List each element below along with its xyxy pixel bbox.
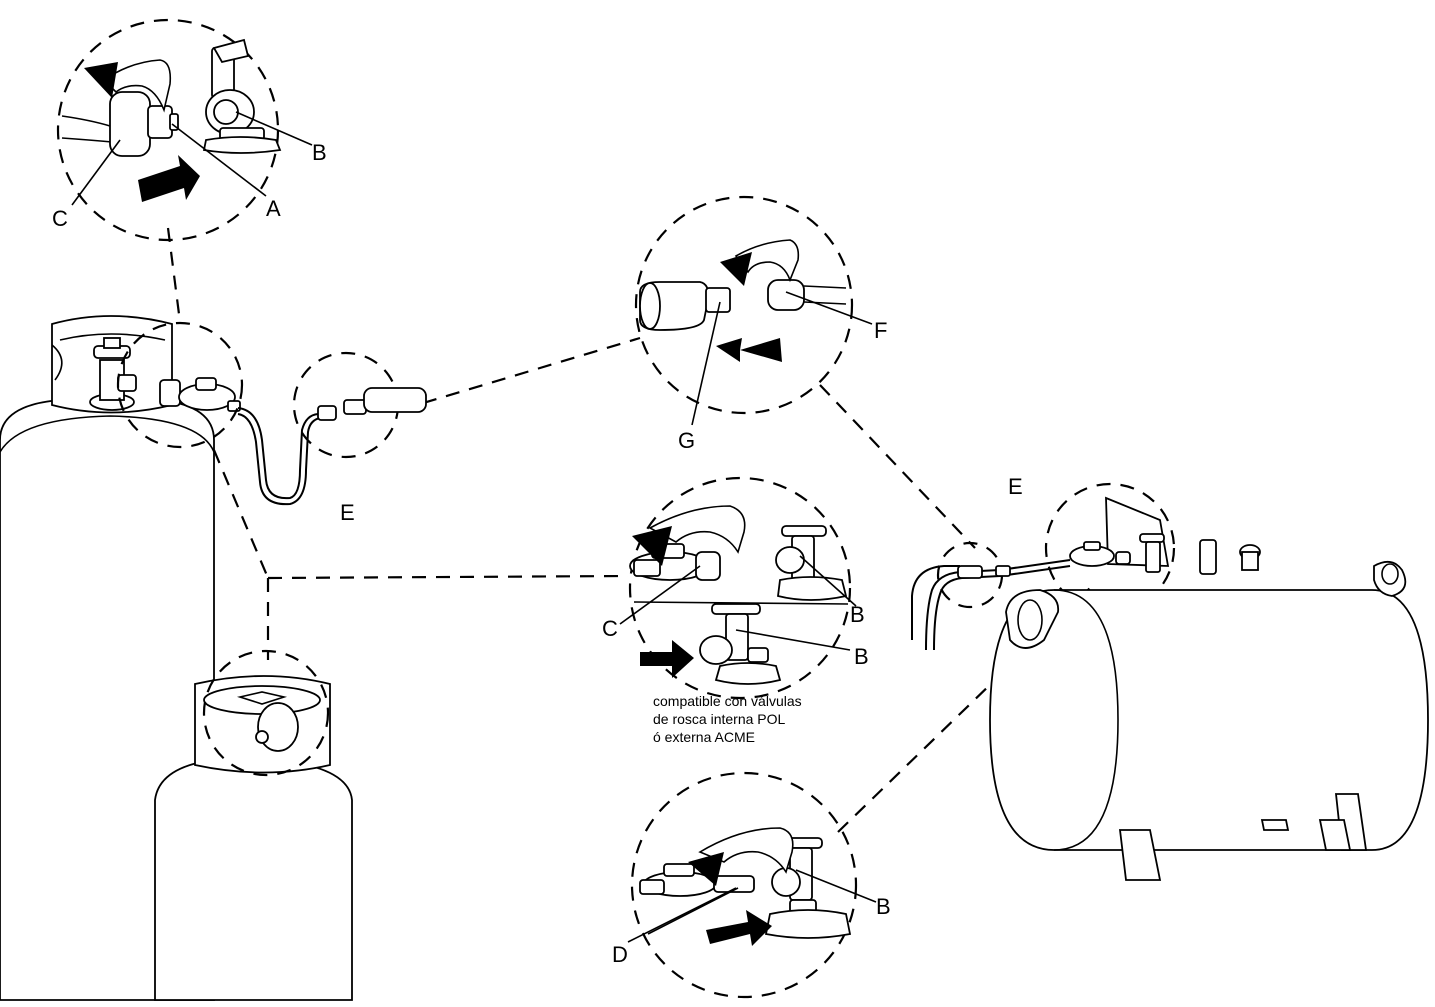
- connector-hose-detail: [399, 336, 641, 412]
- small-cylinder: [154, 675, 353, 1001]
- label-top-a: A: [266, 196, 281, 221]
- top-detail-parts: [61, 38, 313, 206]
- label-fitting-g: G: [678, 428, 695, 453]
- connector-mid-detail: [267, 574, 629, 580]
- label-mid-b-upper: B: [850, 602, 865, 627]
- label-bottom-b: B: [876, 894, 891, 919]
- label-fitting-f: F: [874, 318, 887, 343]
- label-top-c: C: [52, 206, 68, 231]
- compat-note-line2: de rosca interna POL: [653, 711, 786, 727]
- label-top-b: B: [312, 140, 327, 165]
- hose-end-parts: [317, 387, 427, 421]
- bottom-detail-parts: [627, 827, 877, 946]
- horizontal-tank: [911, 496, 1429, 881]
- detail-circle-bottom: [630, 771, 858, 999]
- regulator-assembly: [159, 377, 321, 506]
- label-mid-b-lower: B: [854, 644, 869, 669]
- connector-down: [212, 449, 270, 579]
- label-tank-hose-e: E: [1008, 474, 1023, 499]
- label-bottom-d: D: [612, 942, 628, 967]
- compat-note-line1: compatible con válvulas: [653, 693, 802, 709]
- compat-note-line3: ó externa ACME: [653, 729, 755, 745]
- label-hose-e: E: [340, 500, 355, 525]
- connector-top-detail: [166, 227, 182, 323]
- detail-circle-valve: [116, 321, 244, 449]
- detail-circle-fitting: [634, 195, 854, 415]
- labels: A B C F G E E C B B D B compatible con v…: [52, 140, 1023, 967]
- label-mid-c: C: [602, 616, 618, 641]
- detail-circle-small-tank: [202, 649, 330, 777]
- connector-right-tank: [819, 384, 976, 549]
- fitting-detail-parts: [639, 239, 873, 426]
- mid-detail-parts: [619, 505, 857, 685]
- detail-circle-mid: [628, 476, 852, 700]
